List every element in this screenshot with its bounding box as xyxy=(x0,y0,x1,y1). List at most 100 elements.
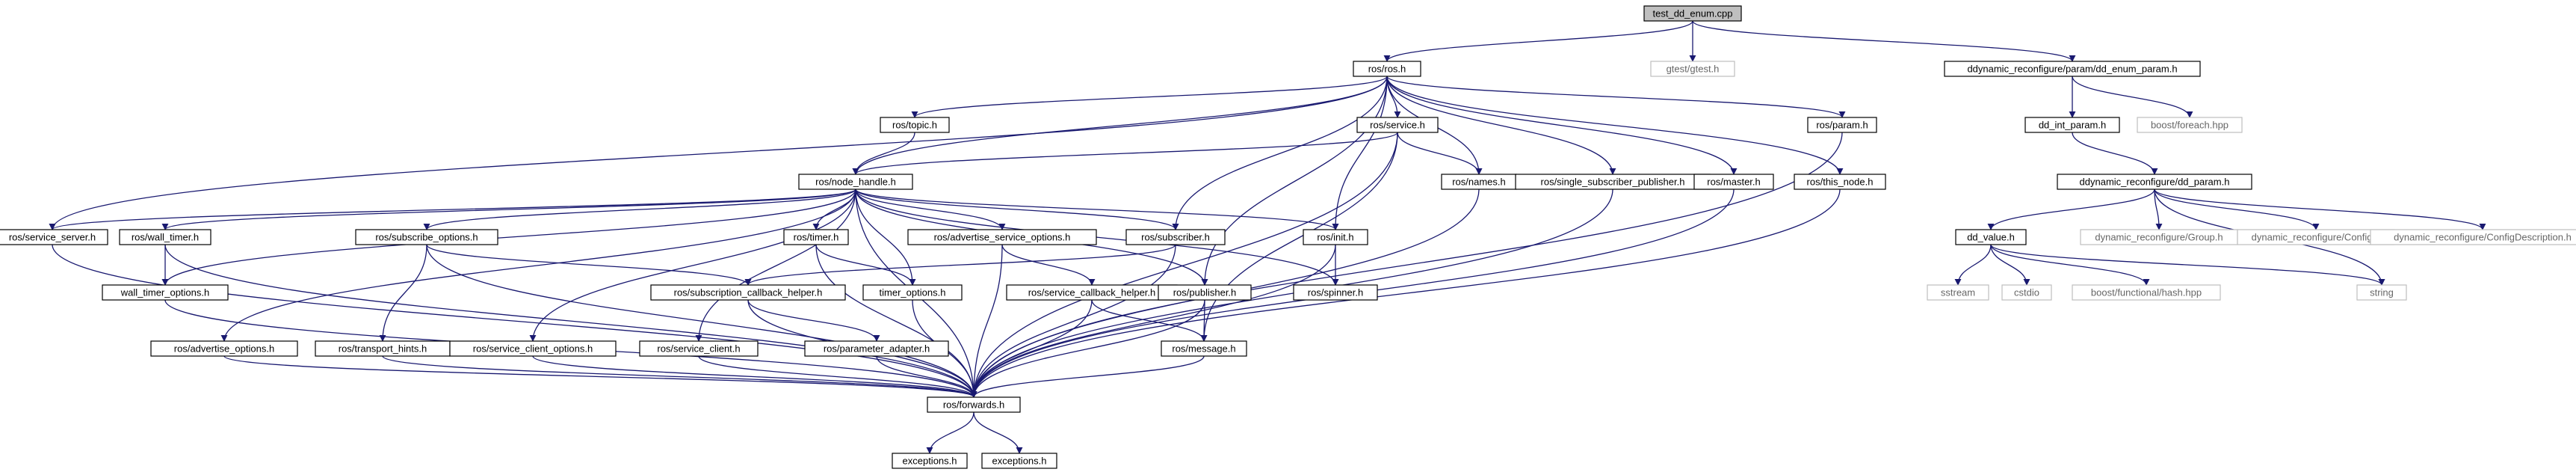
edge-test-dd-enum-cpp-to-ros-ros-h xyxy=(1383,20,1693,62)
edge-ros-service-h-to-ros-message-h xyxy=(1200,132,1398,342)
node-label: ros/transport_hints.h xyxy=(339,343,427,354)
node-box xyxy=(1158,284,1252,301)
node-box xyxy=(880,117,950,133)
node-ros-node-handle-h[interactable]: ros/node_handle.h xyxy=(798,174,913,190)
node-box xyxy=(2370,229,2576,245)
node-box xyxy=(798,174,913,190)
node-ros-subscription-callback-helper-h[interactable]: ros/subscription_callback_helper.h xyxy=(650,284,846,301)
node-ros-service-server-h[interactable]: ros/service_server.h xyxy=(0,229,108,245)
edge-ros-ros-h-to-ros-init-h xyxy=(1332,76,1388,230)
node-ros-transport-hints-h[interactable]: ros/transport_hints.h xyxy=(315,340,451,357)
node-ros-topic-h[interactable]: ros/topic.h xyxy=(880,117,950,133)
node-timer-options-h[interactable]: timer_options.h xyxy=(862,284,963,301)
node-ros-wall-timer-h[interactable]: ros/wall_timer.h xyxy=(119,229,211,245)
node-ros-publisher-h[interactable]: ros/publisher.h xyxy=(1158,284,1252,301)
node-dd-param-h[interactable]: ddynamic_reconfigure/dd_param.h xyxy=(2057,174,2252,190)
node-label: ros/topic.h xyxy=(892,119,937,130)
edge-ros-ros-h-to-ros-single-subscriber-publisher-h xyxy=(1386,76,1616,175)
edge-dd-value-h-to-cstdio xyxy=(1990,244,2030,286)
node-dd-int-param-h[interactable]: dd_int_param.h xyxy=(2024,117,2120,133)
edge-ros-node-handle-h-to-ros-advertise-options-h xyxy=(220,189,856,342)
node-ros-master-h[interactable]: ros/master.h xyxy=(1693,174,1774,190)
node-label: wall_timer_options.h xyxy=(120,286,210,298)
edge-dd-param-h-to-dynamic-reconfigure-configdescription-h xyxy=(2154,189,2486,230)
node-ros-advertise-service-options-h[interactable]: ros/advertise_service_options.h xyxy=(907,229,1097,245)
edge-ros-service-h-to-ros-forwards-h xyxy=(970,132,1398,398)
edge-ros-ros-h-to-ros-publisher-h xyxy=(1201,76,1388,286)
node-box xyxy=(907,229,1097,245)
node-test-dd-enum-cpp[interactable]: test_dd_enum.cpp xyxy=(1643,5,1742,22)
edge-ros-node-handle-h-to-wall-timer-options-h xyxy=(161,189,856,286)
node-label: ros/param.h xyxy=(1816,119,1868,130)
node-ros-names-h[interactable]: ros/names.h xyxy=(1441,174,1517,190)
node-ros-ros-h[interactable]: ros/ros.h xyxy=(1353,61,1421,77)
edge-ros-subscriber-h-to-ros-subscription-callback-helper-h xyxy=(744,244,1176,286)
edge-ros-advertise-service-options-h-to-ros-service-callback-helper-h xyxy=(1001,244,1096,286)
node-box xyxy=(862,284,963,301)
node-box xyxy=(639,340,759,357)
node-ros-service-callback-helper-h[interactable]: ros/service_callback_helper.h xyxy=(1006,284,1178,301)
node-exceptions-h-1[interactable]: exceptions.h xyxy=(892,453,968,469)
node-ros-message-h[interactable]: ros/message.h xyxy=(1161,340,1247,357)
node-ros-advertise-options-h[interactable]: ros/advertise_options.h xyxy=(150,340,298,357)
node-label: ros/service_client.h xyxy=(657,343,740,354)
node-ros-single-subscriber-publisher-h[interactable]: ros/single_subscriber_publisher.h xyxy=(1515,174,1711,190)
node-box xyxy=(1794,174,1886,190)
edge-ros-node-handle-h-to-ros-init-h xyxy=(855,189,1339,230)
node-ros-service-h[interactable]: ros/service.h xyxy=(1356,117,1439,133)
node-label: exceptions.h xyxy=(903,455,957,466)
node-label: dd_int_param.h xyxy=(2039,119,2106,130)
edge-ros-wall-timer-h-to-ros-forwards-h xyxy=(164,244,977,398)
node-ros-parameter-adapter-h[interactable]: ros/parameter_adapter.h xyxy=(804,340,949,357)
edge-ros-node-handle-h-to-timer-options-h xyxy=(855,189,916,286)
edge-ros-forwards-h-to-exceptions-h-1 xyxy=(926,411,975,454)
edge-ros-node-handle-h-to-ros-wall-timer-h xyxy=(161,189,856,230)
node-ros-init-h[interactable]: ros/init.h xyxy=(1303,229,1368,245)
node-ros-timer-h[interactable]: ros/timer.h xyxy=(783,229,849,245)
node-box xyxy=(1955,229,2027,245)
node-dd-enum-param-h[interactable]: ddynamic_reconfigure/param/dd_enum_param… xyxy=(1944,61,2201,77)
node-label: gtest/gtest.h xyxy=(1667,63,1720,74)
node-gtest-gtest-h: gtest/gtest.h xyxy=(1650,61,1735,77)
edge-ros-ros-h-to-ros-param-h xyxy=(1386,76,1846,118)
edge-ros-transport-hints-h-to-ros-forwards-h xyxy=(382,355,977,398)
edge-ros-ros-h-to-ros-topic-h xyxy=(911,76,1388,118)
node-box xyxy=(355,229,498,245)
node-box xyxy=(1303,229,1368,245)
node-box xyxy=(449,340,617,357)
edge-ros-service-server-h-to-ros-forwards-h xyxy=(52,244,977,398)
node-box xyxy=(1643,5,1742,22)
edge-ros-ros-h-to-ros-this-node-h xyxy=(1386,76,1844,175)
node-label: ros/subscriber.h xyxy=(1141,231,1210,242)
edge-ros-node-handle-h-to-ros-timer-h xyxy=(812,189,856,230)
node-ros-subscriber-h[interactable]: ros/subscriber.h xyxy=(1125,229,1226,245)
node-ros-this-node-h[interactable]: ros/this_node.h xyxy=(1794,174,1886,190)
node-box xyxy=(1944,61,2201,77)
node-cstdio: cstdio xyxy=(2001,284,2052,301)
node-box xyxy=(783,229,849,245)
edge-ros-message-h-to-ros-forwards-h xyxy=(970,355,1205,398)
node-ros-service-client-h[interactable]: ros/service_client.h xyxy=(639,340,759,357)
node-ros-spinner-h[interactable]: ros/spinner.h xyxy=(1293,284,1378,301)
node-box xyxy=(1807,117,1877,133)
node-dd-value-h[interactable]: dd_value.h xyxy=(1955,229,2027,245)
node-label: ros/advertise_service_options.h xyxy=(934,231,1071,242)
node-label: dynamic_reconfigure/ConfigDescription.h xyxy=(2394,231,2572,242)
node-ros-subscribe-options-h[interactable]: ros/subscribe_options.h xyxy=(355,229,498,245)
node-box xyxy=(1161,340,1247,357)
node-label: ros/parameter_adapter.h xyxy=(824,343,930,354)
node-label: string xyxy=(2370,286,2394,298)
node-box xyxy=(650,284,846,301)
node-string: string xyxy=(2356,284,2407,301)
node-label: ros/service_client_options.h xyxy=(473,343,593,354)
edge-ros-subscription-callback-helper-h-to-ros-parameter-adapter-h xyxy=(747,299,880,342)
edge-ros-service-h-to-ros-names-h xyxy=(1397,132,1483,175)
node-box xyxy=(927,396,1021,413)
node-label: dd_value.h xyxy=(1967,231,2015,242)
node-ros-forwards-h[interactable]: ros/forwards.h xyxy=(927,396,1021,413)
node-ros-service-client-options-h[interactable]: ros/service_client_options.h xyxy=(449,340,617,357)
edge-ros-advertise-service-options-h-to-ros-forwards-h xyxy=(970,244,1003,398)
node-wall-timer-options-h[interactable]: wall_timer_options.h xyxy=(102,284,229,301)
node-ros-param-h[interactable]: ros/param.h xyxy=(1807,117,1877,133)
node-exceptions-h-2[interactable]: exceptions.h xyxy=(981,453,1057,469)
